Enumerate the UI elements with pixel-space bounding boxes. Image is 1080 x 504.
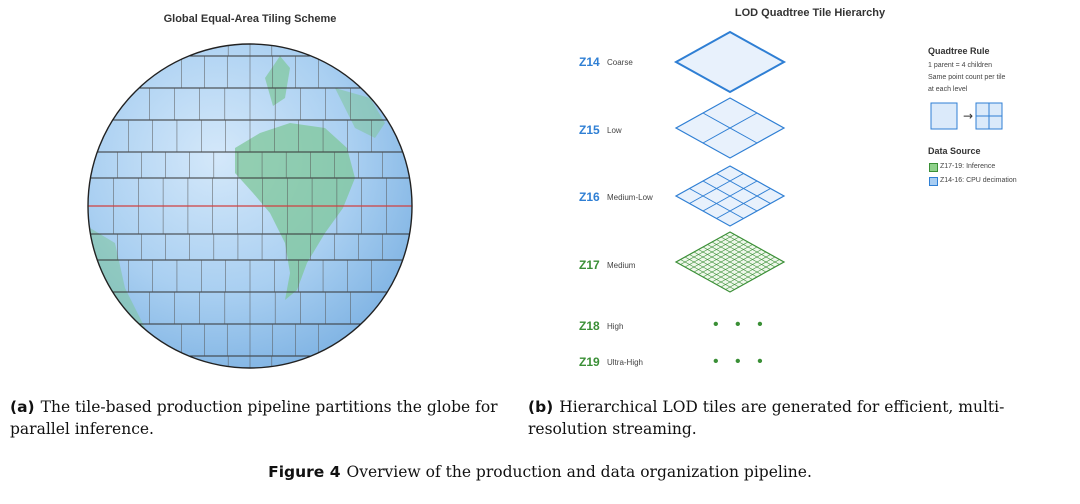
z16-label: Z16 — [579, 190, 600, 204]
inference-label: Z17-19: Inference — [940, 163, 996, 170]
z14-tile — [673, 30, 787, 94]
z17-subdivision — [725, 234, 780, 265]
svg-text:→: → — [963, 109, 973, 123]
decimation-label: Z14-16: CPU decimation — [940, 177, 1017, 184]
inference-swatch — [929, 163, 938, 172]
globe — [87, 43, 413, 369]
figure-tag: Figure 4 — [268, 463, 341, 481]
z19-desc: Ultra-High — [607, 358, 644, 367]
quadtree-split-icon: → — [930, 102, 1003, 130]
caption-a: (a)The tile-based production pipeline pa… — [10, 396, 500, 440]
figure-caption: Figure 4 Overview of the production and d… — [0, 463, 1080, 481]
z17-desc: Medium — [607, 261, 636, 270]
lod-panel-title: LOD Quadtree Tile Hierarchy — [734, 7, 886, 19]
z18-desc: High — [607, 322, 624, 331]
z15-label: Z15 — [579, 123, 600, 137]
globe-panel-title: Global Equal-Area Tiling Scheme — [163, 13, 337, 25]
z16-desc: Medium-Low — [607, 193, 653, 202]
globe-figure — [85, 28, 415, 373]
land-north — [265, 56, 290, 106]
quadtree-rule-line1: 1 parent = 4 children — [928, 62, 993, 69]
z14-label: Z14 — [579, 55, 600, 69]
quadtree-rule-heading: Quadtree Rule — [928, 46, 990, 56]
z16-subdivision — [702, 180, 758, 212]
caption-a-tag: (a) — [10, 398, 35, 416]
caption-b: (b)Hierarchical LOD tiles are generated … — [528, 396, 1058, 440]
quadtree-rule-line3: at each level — [928, 86, 968, 93]
land-masses — [90, 56, 385, 338]
land-south-america — [235, 123, 355, 300]
tile-grid — [90, 44, 410, 368]
decimation-swatch — [929, 177, 938, 186]
lod-hierarchy: Z14 Coarse Z15 Low Z16 Medium-Low Z17 Me… — [545, 0, 1080, 380]
land-east — [335, 88, 385, 138]
z15-desc: Low — [607, 126, 622, 135]
caption-a-text: The tile-based production pipeline parti… — [10, 398, 498, 438]
data-source-heading: Data Source — [928, 146, 981, 156]
figure-text: Overview of the production and data orga… — [346, 463, 812, 481]
caption-b-text: Hierarchical LOD tiles are generated for… — [528, 398, 1005, 438]
land-west — [90, 228, 145, 338]
caption-b-tag: (b) — [528, 398, 554, 416]
z17-label: Z17 — [579, 258, 600, 272]
z18-dots: • • • — [713, 316, 769, 333]
globe-outline — [87, 43, 413, 369]
quadtree-rule-line2: Same point count per tile — [928, 74, 1006, 81]
z16-subdivision — [716, 173, 771, 204]
z16-subdivision — [716, 188, 771, 219]
z19-dots: • • • — [713, 353, 769, 370]
z17-subdivision — [720, 256, 776, 288]
z17-subdivision — [725, 259, 780, 290]
z18-label: Z18 — [579, 319, 600, 333]
lod-diamonds — [673, 30, 787, 293]
z19-label: Z19 — [579, 355, 600, 369]
z14-desc: Coarse — [607, 58, 633, 67]
z15-subdivision — [702, 112, 758, 144]
